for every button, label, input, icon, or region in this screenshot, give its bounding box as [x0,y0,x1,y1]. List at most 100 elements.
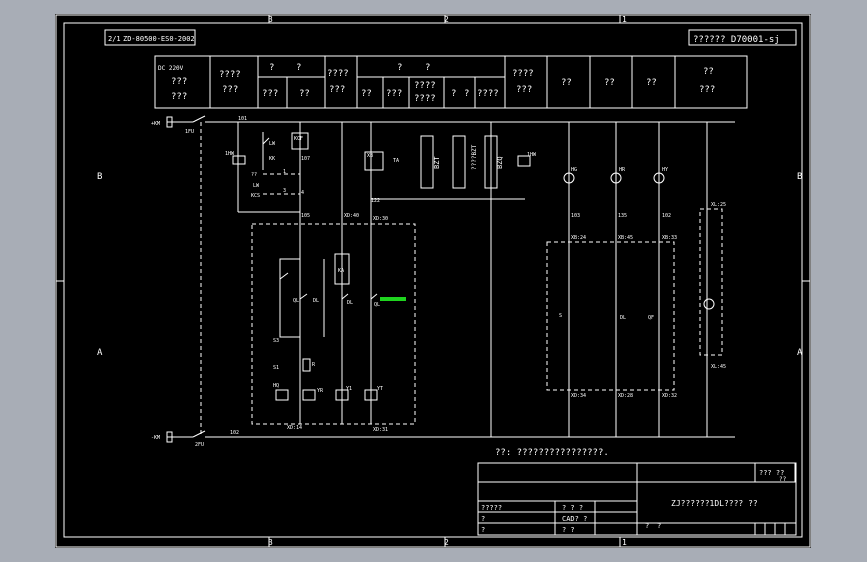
switch-kcs-label: KCS [251,193,260,199]
relay-kcf-label: KCF [294,136,303,142]
zone-right-a: A [797,348,803,358]
contact-1-label: 1 [283,169,286,175]
drawing-number: ?????? D70001-sj [693,35,780,45]
title-block: ??? ?? ?? ZJ??????1DL???? ?? ????? ? ? ?… [477,462,797,536]
header-col5-c: ?? [361,89,372,99]
zone-left-a: A [97,348,103,358]
contact-qf-label: QF [648,315,654,321]
relay-ka-label: KA [338,268,344,274]
wire-135-label: 135 [618,213,627,219]
header-supply-2: ??? [171,77,187,87]
alarm-box [699,208,723,356]
terminal-xd31-label: XD:31 [373,427,388,433]
title-mid-2: CAD? ? [562,515,587,523]
header-col2-b: ??? [222,85,238,95]
terminal-xl45-label: XL:45 [711,364,726,370]
drawing-code-prefix: 2/1 [108,35,121,43]
zone-right-b: B [797,172,802,182]
switch-lw-label: LW [269,141,276,147]
header-col6-b: ??? [516,85,532,95]
wire-102-label: 102 [662,213,671,219]
zone-top-2: 2 [444,15,449,24]
switch-kk-label: KK [269,156,275,162]
lamp-hg-label: HG [571,167,577,173]
inner-border [63,22,803,538]
header-col5-e2: ???? [414,94,436,104]
zone-bottom-2: 2 [444,538,449,547]
drawing-sheet: 3 2 1 3 2 1 B A B A 2/1 ZD-80500-ES0-200… [55,14,811,548]
signal-lamps: HG HR HY 103 135 102 XB:24 XB:45 XB:33 S… [546,122,726,437]
bus-positive-label: +KM [151,121,160,127]
zone-left-b: B [97,172,102,182]
lamp-hy-label: HY [662,167,668,173]
contact-ql-2-label: QL [374,302,380,308]
header-col5-h: ???? [477,89,499,99]
title-left-1: ????? [481,504,502,512]
relay-1hw-2-label: 1HW [527,152,537,158]
header-col6-a: ???? [512,69,534,79]
header-col3-d: ?? [299,89,310,99]
breaker-box [251,223,416,425]
schematic-canvas: 3 2 1 3 2 1 B A B A 2/1 ZD-80500-ES0-200… [55,14,811,548]
zone-bottom-3: 3 [268,538,273,547]
header-col3-a: ? [269,63,274,73]
header-col5-g: ? [464,89,469,99]
signal-box [546,241,675,391]
terminal-xd28-label: XD:28 [618,393,633,399]
lamp-hr-label: HR [619,167,626,173]
bus-negative-label: -KM [151,435,160,441]
terminal-xd34-label: XD:34 [571,393,586,399]
title-bottom-1: ? [645,522,649,530]
coil-y1-label: Y1 [346,386,352,392]
fuse-2-label: 2FU [195,442,204,448]
contact-ql-label: QL [293,298,299,304]
lamp-hq-label: HQ [273,383,279,389]
terminal-xb33-label: XB:33 [662,235,677,241]
terminal-xd40-label: XD:40 [344,213,359,219]
header-col5-d: ??? [386,89,402,99]
switch-q-label: ?? [251,172,257,178]
switch-lw-2-label: LW [253,183,260,189]
zone-top-3: 3 [268,15,273,24]
switch-s1-label: S1 [273,365,279,371]
wire-103-label: 103 [571,213,580,219]
header-col4-a: ???? [327,69,349,79]
contact-ta-label: TA [393,158,399,164]
drawing-note: ??: ????????????????. [495,448,609,458]
terminal-xd32-label: XD:32 [662,393,677,399]
header-supply: DC 220V [158,65,184,72]
control-circuit: 101 1HW LW KK KCF 107 ?? 1 LW KCS 3 4 10… [200,116,537,437]
header-col7: ?? [561,78,572,88]
title-ratio-sub: ?? [779,476,787,483]
terminal-xd14-label: XD:14 [287,425,302,431]
coil-yr-label: YR [317,388,324,394]
zone-top-1: 1 [622,15,627,24]
contact-dl-label: DL [313,298,319,304]
switch-s3-label: S3 [273,338,279,344]
header-col5-e1: ???? [414,81,436,91]
contact-dl-3-label: DL [620,315,626,321]
zone-bottom-1: 1 [622,538,627,547]
header-col5-b: ? [425,63,430,73]
header-col10-a: ?? [703,67,714,77]
terminal-xb45-label: XB:45 [618,235,633,241]
title-text: ZJ??????1DL???? ?? [671,499,758,508]
module-bzq-label: BZQ [496,156,504,169]
bus-bars: +KM 1FU -KM 2FU 102 [151,115,735,448]
header-col9: ?? [646,78,657,88]
node-105-label: 105 [301,213,310,219]
coil-yt-label: YT [377,386,383,392]
terminal-xb24-label: XB:24 [571,235,586,241]
contact-s-label: S [559,313,562,319]
contact-4-label: 4 [301,190,304,196]
header-col8: ?? [604,78,615,88]
node-122-label: 122 [371,198,380,204]
fuse-1-label: 1FU [185,129,194,135]
terminal-xd30-label: XD:30 [373,216,388,222]
header-supply-3: ??? [171,92,187,102]
module-bzt2-label: ????BZT [471,144,478,170]
node-107-label: 107 [301,156,310,162]
terminal-xl25-label: XL:25 [711,202,726,208]
header-col5-f: ? [451,89,456,99]
wire-label-102: 102 [230,430,239,436]
